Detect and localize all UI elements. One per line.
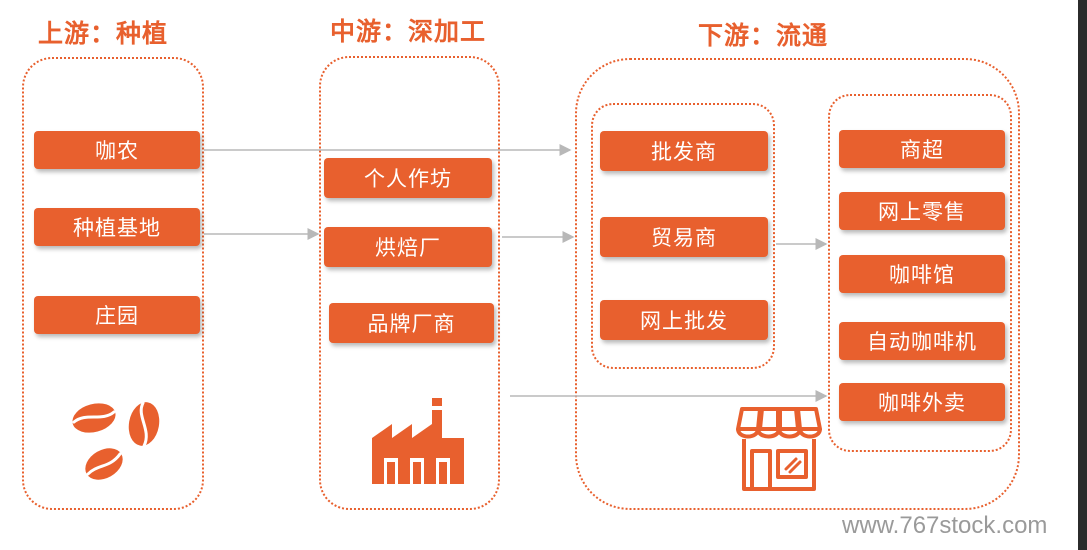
upstream-item-farmer: 咖农 bbox=[34, 131, 200, 169]
upstream-panel bbox=[22, 57, 204, 510]
wholesale-item-online: 网上批发 bbox=[600, 300, 768, 340]
retail-item-supermarket: 商超 bbox=[839, 130, 1005, 168]
wholesale-item-wholesaler: 批发商 bbox=[600, 131, 768, 171]
midstream-item-brand: 品牌厂商 bbox=[329, 303, 494, 343]
coffee-beans-icon bbox=[72, 401, 160, 480]
midstream-panel bbox=[319, 56, 500, 510]
right-edge-bar bbox=[1078, 0, 1087, 550]
wholesale-group bbox=[591, 103, 775, 369]
upstream-item-base: 种植基地 bbox=[34, 208, 200, 246]
storefront-icon bbox=[736, 407, 822, 491]
retail-item-vending: 自动咖啡机 bbox=[839, 322, 1005, 360]
retail-item-online: 网上零售 bbox=[839, 192, 1005, 230]
downstream-title: 下游：流通 bbox=[698, 21, 829, 50]
midstream-item-workshop: 个人作坊 bbox=[324, 158, 492, 198]
upstream-title: 上游：种植 bbox=[38, 19, 169, 48]
retail-group bbox=[828, 94, 1012, 452]
factory-icon bbox=[372, 398, 464, 484]
downstream-panel bbox=[575, 58, 1020, 510]
upstream-item-estate: 庄园 bbox=[34, 296, 200, 334]
midstream-title: 中游：深加工 bbox=[330, 17, 487, 46]
wholesale-item-trader: 贸易商 bbox=[600, 217, 768, 257]
retail-item-delivery: 咖啡外卖 bbox=[839, 383, 1005, 421]
midstream-item-roaster: 烘焙厂 bbox=[324, 227, 492, 267]
watermark: www.767stock.com bbox=[842, 512, 1048, 539]
retail-item-cafe: 咖啡馆 bbox=[839, 255, 1005, 293]
